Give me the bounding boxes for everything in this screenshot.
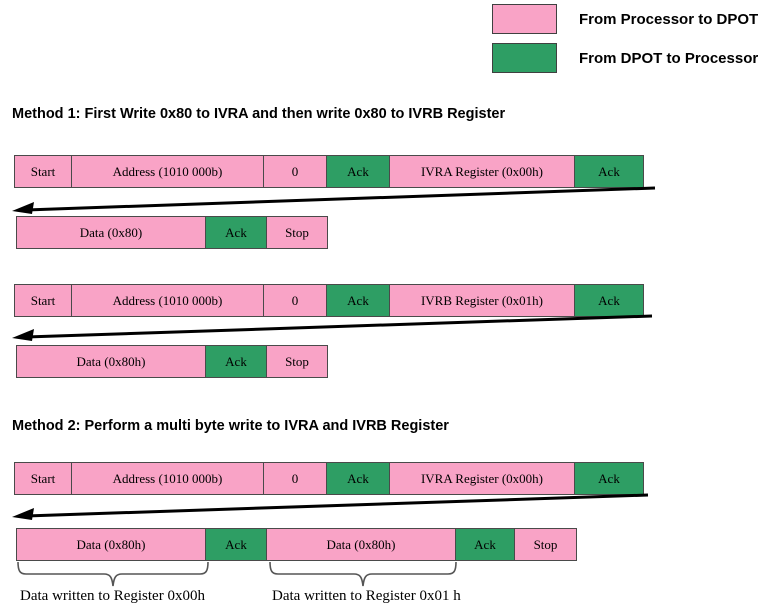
brace-1-caption: Data written to Register 0x00h <box>20 588 205 604</box>
cell-ack: Ack <box>574 462 644 495</box>
wrap-arrow-icon <box>12 493 649 520</box>
cell-ack: Ack <box>205 216 267 249</box>
cell-rw-bit: 0 <box>263 462 327 495</box>
cell-ack: Ack <box>455 528 515 561</box>
method-1-frame-2-data-row: Data (0x80h) Ack Stop <box>16 345 328 378</box>
cell-ack: Ack <box>205 528 267 561</box>
cell-rw-bit: 0 <box>263 155 327 188</box>
legend-item-processor-to-dpot: From Processor to DPOT <box>492 4 758 34</box>
method-2-frame-1-data-row: Data (0x80h) Ack Data (0x80h) Ack Stop <box>16 528 577 561</box>
cell-stop: Stop <box>266 345 328 378</box>
cell-start: Start <box>14 284 72 317</box>
method-1-frame-2-address-row: Start Address (1010 000b) 0 Ack IVRB Reg… <box>14 284 644 317</box>
cell-register-pointer: IVRB Register (0x01h) <box>389 284 575 317</box>
cell-address: Address (1010 000b) <box>71 284 264 317</box>
method-1-heading: Method 1: First Write 0x80 to IVRA and t… <box>12 106 506 122</box>
legend-label-dpot-to-processor: From DPOT to Processor <box>579 49 759 67</box>
legend-swatch-green <box>492 43 557 73</box>
legend-swatch-pink <box>492 4 557 34</box>
legend-label-processor-to-dpot: From Processor to DPOT <box>579 10 759 28</box>
cell-ack: Ack <box>326 462 390 495</box>
cell-data: Data (0x80h) <box>16 345 206 378</box>
cell-data: Data (0x80h) <box>16 528 206 561</box>
brace-2-icon <box>269 562 457 587</box>
cell-ack: Ack <box>574 284 644 317</box>
cell-stop: Stop <box>514 528 577 561</box>
cell-ack: Ack <box>326 155 390 188</box>
cell-register-pointer: IVRA Register (0x00h) <box>389 155 575 188</box>
method-2-frame-1-address-row: Start Address (1010 000b) 0 Ack IVRA Reg… <box>14 462 644 495</box>
cell-ack: Ack <box>326 284 390 317</box>
cell-data: Data (0x80h) <box>266 528 456 561</box>
cell-stop: Stop <box>266 216 328 249</box>
cell-ack: Ack <box>574 155 644 188</box>
legend-item-dpot-to-processor: From DPOT to Processor <box>492 43 758 73</box>
cell-start: Start <box>14 155 72 188</box>
wrap-arrow-icon <box>12 186 656 214</box>
method-2-heading: Method 2: Perform a multi byte write to … <box>12 418 449 434</box>
cell-data: Data (0x80) <box>16 216 206 249</box>
cell-ack: Ack <box>205 345 267 378</box>
cell-start: Start <box>14 462 72 495</box>
method-1-frame-1-address-row: Start Address (1010 000b) 0 Ack IVRA Reg… <box>14 155 644 188</box>
cell-rw-bit: 0 <box>263 284 327 317</box>
cell-register-pointer: IVRA Register (0x00h) <box>389 462 575 495</box>
brace-1-icon <box>17 562 209 587</box>
cell-address: Address (1010 000b) <box>71 155 264 188</box>
cell-address: Address (1010 000b) <box>71 462 264 495</box>
method-1-frame-1-data-row: Data (0x80) Ack Stop <box>16 216 328 249</box>
brace-2-caption: Data written to Register 0x01 h <box>272 588 461 604</box>
